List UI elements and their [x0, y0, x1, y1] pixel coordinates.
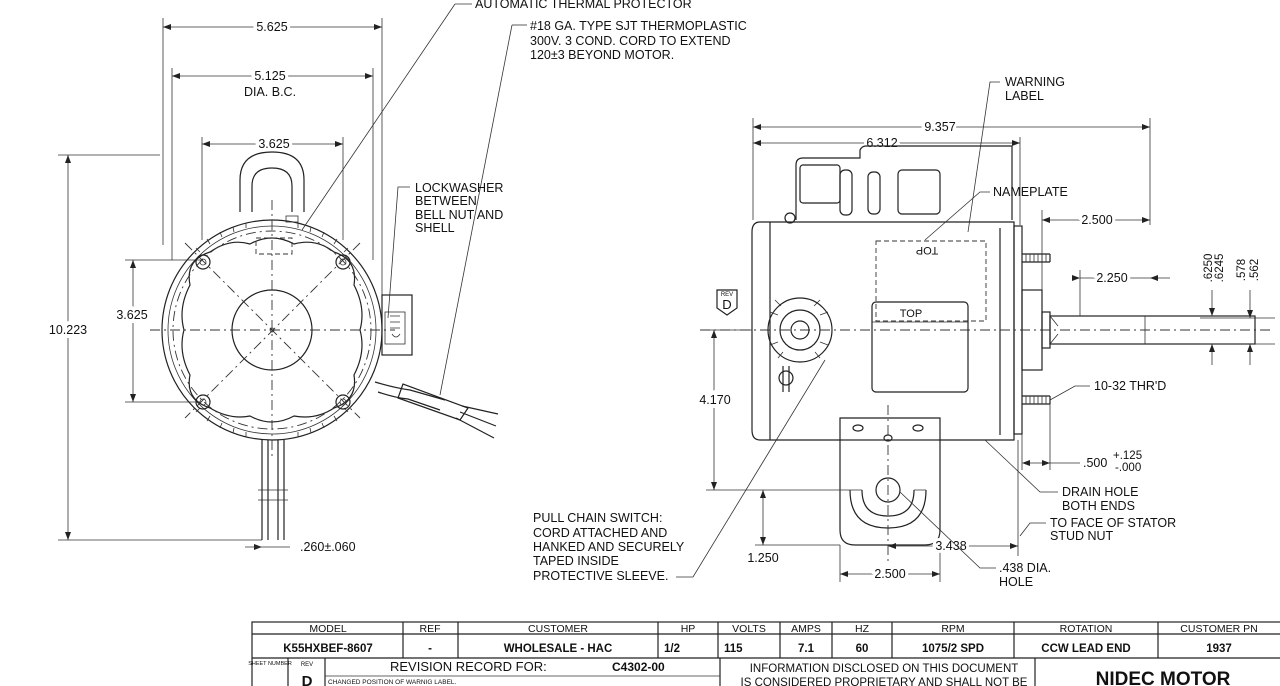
rim-ticks — [195, 223, 349, 437]
dim-5625: 5.625 — [256, 20, 287, 34]
title-block: MODEL REF CUSTOMER HP VOLTS AMPS HZ RPM … — [248, 621, 1280, 686]
rev-label: REV — [301, 662, 313, 668]
note-drain: DRAIN HOLE BOTH ENDS — [1062, 485, 1138, 513]
note-thermal: AUTOMATIC THERMAL PROTECTOR — [475, 0, 692, 11]
sheet-number-label: SHEET NUMBER — [248, 661, 292, 667]
svg-text:AMPS: AMPS — [791, 623, 821, 635]
dim-6245: .6245 — [1214, 254, 1226, 283]
svg-text:BELL NUT AND: BELL NUT AND — [415, 208, 503, 222]
svg-text:#18 GA. TYPE SJT THERMOPLASTIC: #18 GA. TYPE SJT THERMOPLASTIC — [530, 19, 747, 33]
svg-text:RPM: RPM — [941, 623, 964, 635]
svg-text:CCW LEAD END: CCW LEAD END — [1041, 643, 1130, 655]
rev-letter: D — [722, 297, 731, 312]
svg-text:VOLTS: VOLTS — [732, 623, 766, 635]
dim-2500-bot: 2.500 — [874, 567, 905, 581]
info-line-2: IS CONSIDERED PROPRIETARY AND SHALL NOT … — [741, 677, 1028, 686]
svg-text:1937: 1937 — [1206, 643, 1232, 655]
note-cord: #18 GA. TYPE SJT THERMOPLASTIC 300V. 3 C… — [530, 19, 747, 62]
dim-10223: 10.223 — [49, 323, 87, 337]
svg-text:CUSTOMER: CUSTOMER — [528, 623, 588, 635]
svg-text:LABEL: LABEL — [1005, 89, 1044, 103]
svg-text:300V. 3 COND. CORD TO EXTEND: 300V. 3 COND. CORD TO EXTEND — [530, 34, 731, 48]
dim-6250: .6250 — [1203, 254, 1215, 283]
svg-text:MODEL: MODEL — [309, 623, 347, 635]
svg-text:REF: REF — [420, 623, 441, 635]
note-pull-chain: PULL CHAIN SWITCH: CORD ATTACHED AND HAN… — [533, 511, 685, 583]
svg-text:HZ: HZ — [855, 623, 870, 635]
note-stator: TO FACE OF STATOR STUD NUT — [1050, 516, 1176, 543]
right-side-view: REV D 9.357 6.312 WARNING LABEL — [695, 75, 1275, 589]
dim-578: .578 — [1236, 259, 1248, 281]
svg-text:HANKED AND SECURELY: HANKED AND SECURELY — [533, 540, 685, 554]
dim-tol-minus: -.000 — [1115, 462, 1141, 474]
info-line-1: INFORMATION DISCLOSED ON THIS DOCUMENT — [750, 663, 1019, 675]
svg-text:SHELL: SHELL — [415, 221, 455, 235]
dim-1250: 1.250 — [747, 551, 778, 565]
dim-dia-bc: DIA. B.C. — [244, 85, 296, 99]
svg-text:BOTH ENDS: BOTH ENDS — [1062, 499, 1135, 513]
note-thread: 10-32 THR'D — [1094, 379, 1166, 393]
svg-text:STUD NUT: STUD NUT — [1050, 529, 1114, 543]
note-hole: .438 DIA. HOLE — [999, 561, 1051, 589]
svg-text:WARNING: WARNING — [1005, 75, 1065, 89]
dim-3625-h: 3.625 — [258, 137, 289, 151]
dim-cord-tol: .260±.060 — [300, 540, 356, 554]
svg-text:ROTATION: ROTATION — [1060, 623, 1113, 635]
top-label: TOP — [900, 308, 922, 320]
svg-text:LOCKWASHER: LOCKWASHER — [415, 181, 503, 195]
dim-9357: 9.357 — [924, 120, 955, 134]
svg-text:115: 115 — [724, 643, 743, 655]
record-id: C4302-00 — [612, 660, 665, 674]
note-warning: WARNING LABEL — [1005, 75, 1065, 103]
svg-text:HP: HP — [681, 623, 696, 635]
dim-3625-v: 3.625 — [116, 308, 147, 322]
svg-text:DRAIN HOLE: DRAIN HOLE — [1062, 485, 1138, 499]
left-end-view: 5.625 5.125 DIA. B.C. 3.625 10.223 3.625 — [45, 0, 826, 583]
svg-text:60: 60 — [856, 643, 869, 655]
dim-5125: 5.125 — [254, 69, 285, 83]
company-name: NIDEC MOTOR — [1096, 669, 1231, 686]
svg-text:TO FACE OF STATOR: TO FACE OF STATOR — [1050, 516, 1176, 530]
title-values: K55HXBEF-8607 - WHOLESALE - HAC 1/2 115 … — [283, 643, 1232, 655]
rev-letter-tb: D — [302, 673, 313, 686]
dim-tol-plus: +.125 — [1113, 450, 1142, 462]
svg-text:PROTECTIVE SLEEVE.: PROTECTIVE SLEEVE. — [533, 569, 668, 583]
dim-3438: 3.438 — [935, 539, 966, 553]
rev-small: REV — [721, 292, 733, 298]
note-lockwasher: LOCKWASHER BETWEEN BELL NUT AND SHELL — [415, 181, 503, 235]
svg-text:PULL CHAIN SWITCH:: PULL CHAIN SWITCH: — [533, 511, 662, 525]
dim-2500-top: 2.500 — [1081, 213, 1112, 227]
top-dashed-label: TOP — [916, 244, 938, 256]
svg-text:CORD ATTACHED AND: CORD ATTACHED AND — [533, 526, 667, 540]
dim-500: .500 — [1083, 456, 1107, 470]
svg-text:WHOLESALE - HAC: WHOLESALE - HAC — [504, 643, 613, 655]
svg-text:7.1: 7.1 — [798, 643, 815, 655]
svg-text:BETWEEN: BETWEEN — [415, 194, 477, 208]
note-nameplate: NAMEPLATE — [993, 185, 1068, 199]
dim-562: .562 — [1249, 259, 1261, 281]
svg-text:-: - — [428, 643, 432, 655]
svg-text:CUSTOMER PN: CUSTOMER PN — [1180, 623, 1257, 635]
svg-text:1075/2 SPD: 1075/2 SPD — [922, 643, 984, 655]
svg-text:120±3 BEYOND MOTOR.: 120±3 BEYOND MOTOR. — [530, 48, 674, 62]
svg-text:1/2: 1/2 — [664, 643, 680, 655]
change-note: CHANGED POSITION OF WARNIG LABEL. — [328, 679, 457, 686]
dim-2250: 2.250 — [1096, 271, 1127, 285]
title-headers: MODEL REF CUSTOMER HP VOLTS AMPS HZ RPM … — [309, 623, 1257, 635]
dim-4170: 4.170 — [699, 393, 730, 407]
svg-text:HOLE: HOLE — [999, 575, 1033, 589]
svg-text:TAPED INSIDE: TAPED INSIDE — [533, 554, 619, 568]
svg-text:.438 DIA.: .438 DIA. — [999, 561, 1051, 575]
svg-text:K55HXBEF-8607: K55HXBEF-8607 — [283, 643, 372, 655]
revision-record-for: REVISION RECORD FOR: — [390, 659, 547, 674]
dim-6312: 6.312 — [866, 136, 897, 150]
